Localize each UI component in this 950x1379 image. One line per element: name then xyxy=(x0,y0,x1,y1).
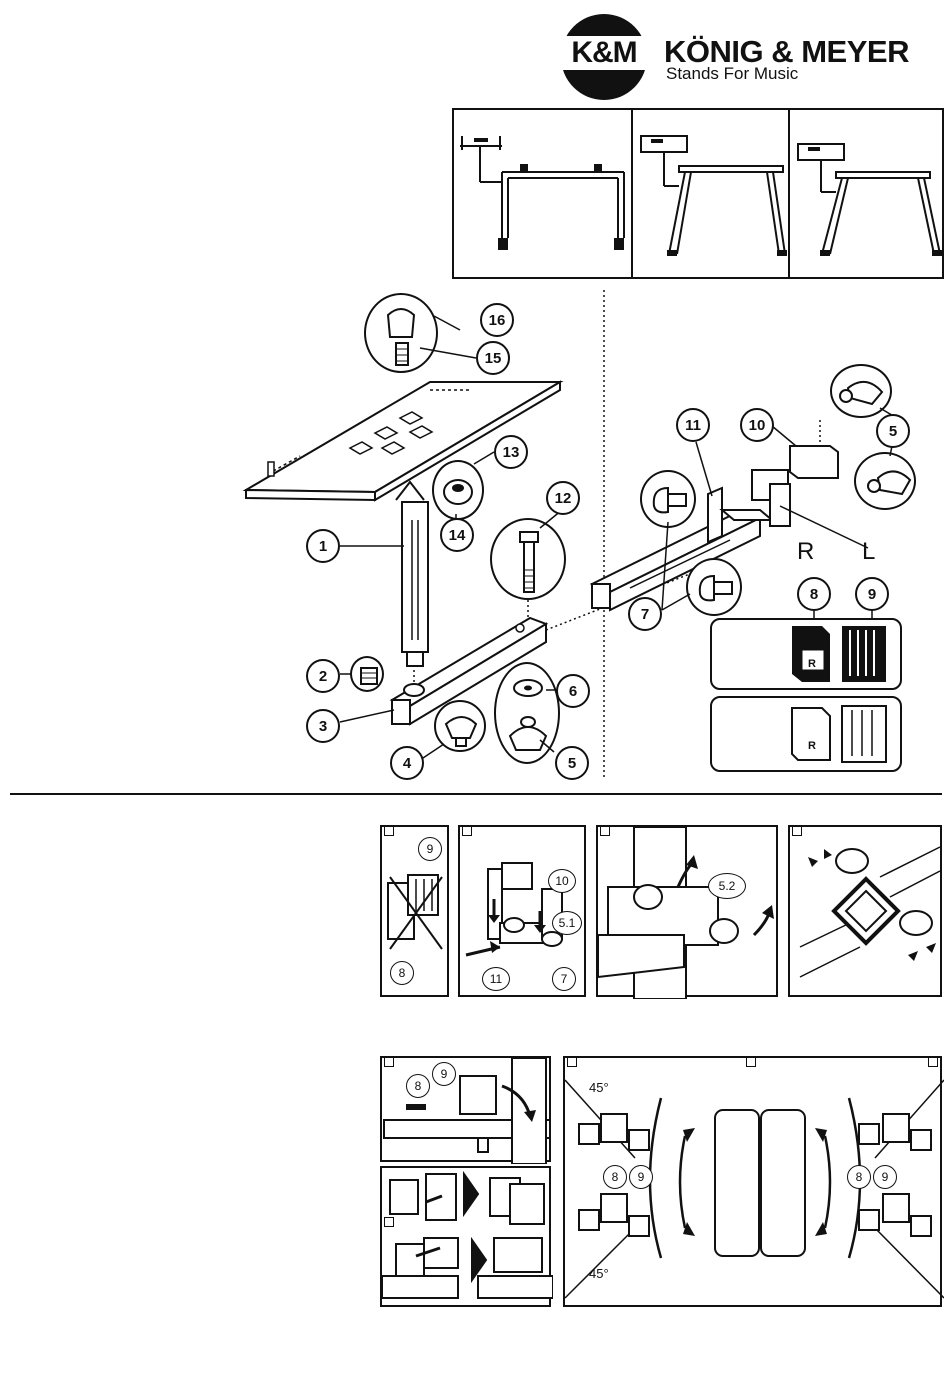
part-badge-15: 15 xyxy=(476,341,510,375)
step-7-badge-9-left: 9 xyxy=(629,1165,653,1189)
part-badge-3: 3 xyxy=(306,709,340,743)
step-panel-1: 9 8 xyxy=(380,825,449,997)
step-panel-5: 8 9 xyxy=(380,1056,551,1162)
step-5-insert-bracket xyxy=(382,1058,553,1164)
step-3-badge-5-2: 5.2 xyxy=(708,873,746,899)
part-badge-13: 13 xyxy=(494,435,528,469)
step-2-badge-5-1: 5.1 xyxy=(552,911,582,935)
step-panel-4 xyxy=(788,825,942,997)
step-checkbox-7a xyxy=(567,1057,577,1067)
part-badge-16: 16 xyxy=(480,303,514,337)
step-checkbox-7c xyxy=(928,1057,938,1067)
part-badge-9: 9 xyxy=(855,577,889,611)
angle-label-bottom: 45° xyxy=(589,1266,609,1281)
part-badge-5-lower: 5 xyxy=(555,746,589,780)
step-6-combine-brackets xyxy=(382,1168,553,1309)
step-5-badge-9: 9 xyxy=(432,1062,456,1086)
step-1-badge-9: 9 xyxy=(418,837,442,861)
part-badge-12: 12 xyxy=(546,481,580,515)
part-badge-4: 4 xyxy=(390,746,424,780)
step-panel-7: 45° 45° 8 9 8 9 xyxy=(563,1056,942,1307)
part-badge-1: 1 xyxy=(306,529,340,563)
part-badge-5-upper: 5 xyxy=(876,414,910,448)
part-badge-7: 7 xyxy=(628,597,662,631)
step-7-badge-8-left: 8 xyxy=(603,1165,627,1189)
step-checkbox-6 xyxy=(384,1217,394,1227)
step-1-badge-8: 8 xyxy=(390,961,414,985)
step-3-tighten-knobs xyxy=(598,827,780,999)
step-checkbox-7b xyxy=(746,1057,756,1067)
angle-label-top: 45° xyxy=(589,1080,609,1095)
part-badge-10: 10 xyxy=(740,408,774,442)
step-checkbox-4 xyxy=(792,826,802,836)
step-2-badge-11: 11 xyxy=(482,967,510,991)
step-panel-2: 10 5.1 11 7 xyxy=(458,825,586,997)
step-panel-6 xyxy=(380,1166,551,1307)
step-checkbox-3 xyxy=(600,826,610,836)
step-panel-3: 5.2 xyxy=(596,825,778,997)
step-4-clamp-square-tube xyxy=(790,827,944,999)
step-checkbox-5 xyxy=(384,1057,394,1067)
step-checkbox-1 xyxy=(384,826,394,836)
part-badge-8: 8 xyxy=(797,577,831,611)
part-badge-2: 2 xyxy=(306,659,340,693)
part-badge-11: 11 xyxy=(676,408,710,442)
step-checkbox-2 xyxy=(462,826,472,836)
step-7-badge-8-right: 8 xyxy=(847,1165,871,1189)
step-5-badge-8: 8 xyxy=(406,1074,430,1098)
step-2-badge-10: 10 xyxy=(548,869,576,893)
part-badge-14: 14 xyxy=(440,518,474,552)
step-7-badge-9-right: 9 xyxy=(873,1165,897,1189)
step-2-badge-7: 7 xyxy=(552,967,576,991)
part-badge-6: 6 xyxy=(556,674,590,708)
callout-leaders xyxy=(0,0,950,800)
section-divider xyxy=(10,793,942,795)
